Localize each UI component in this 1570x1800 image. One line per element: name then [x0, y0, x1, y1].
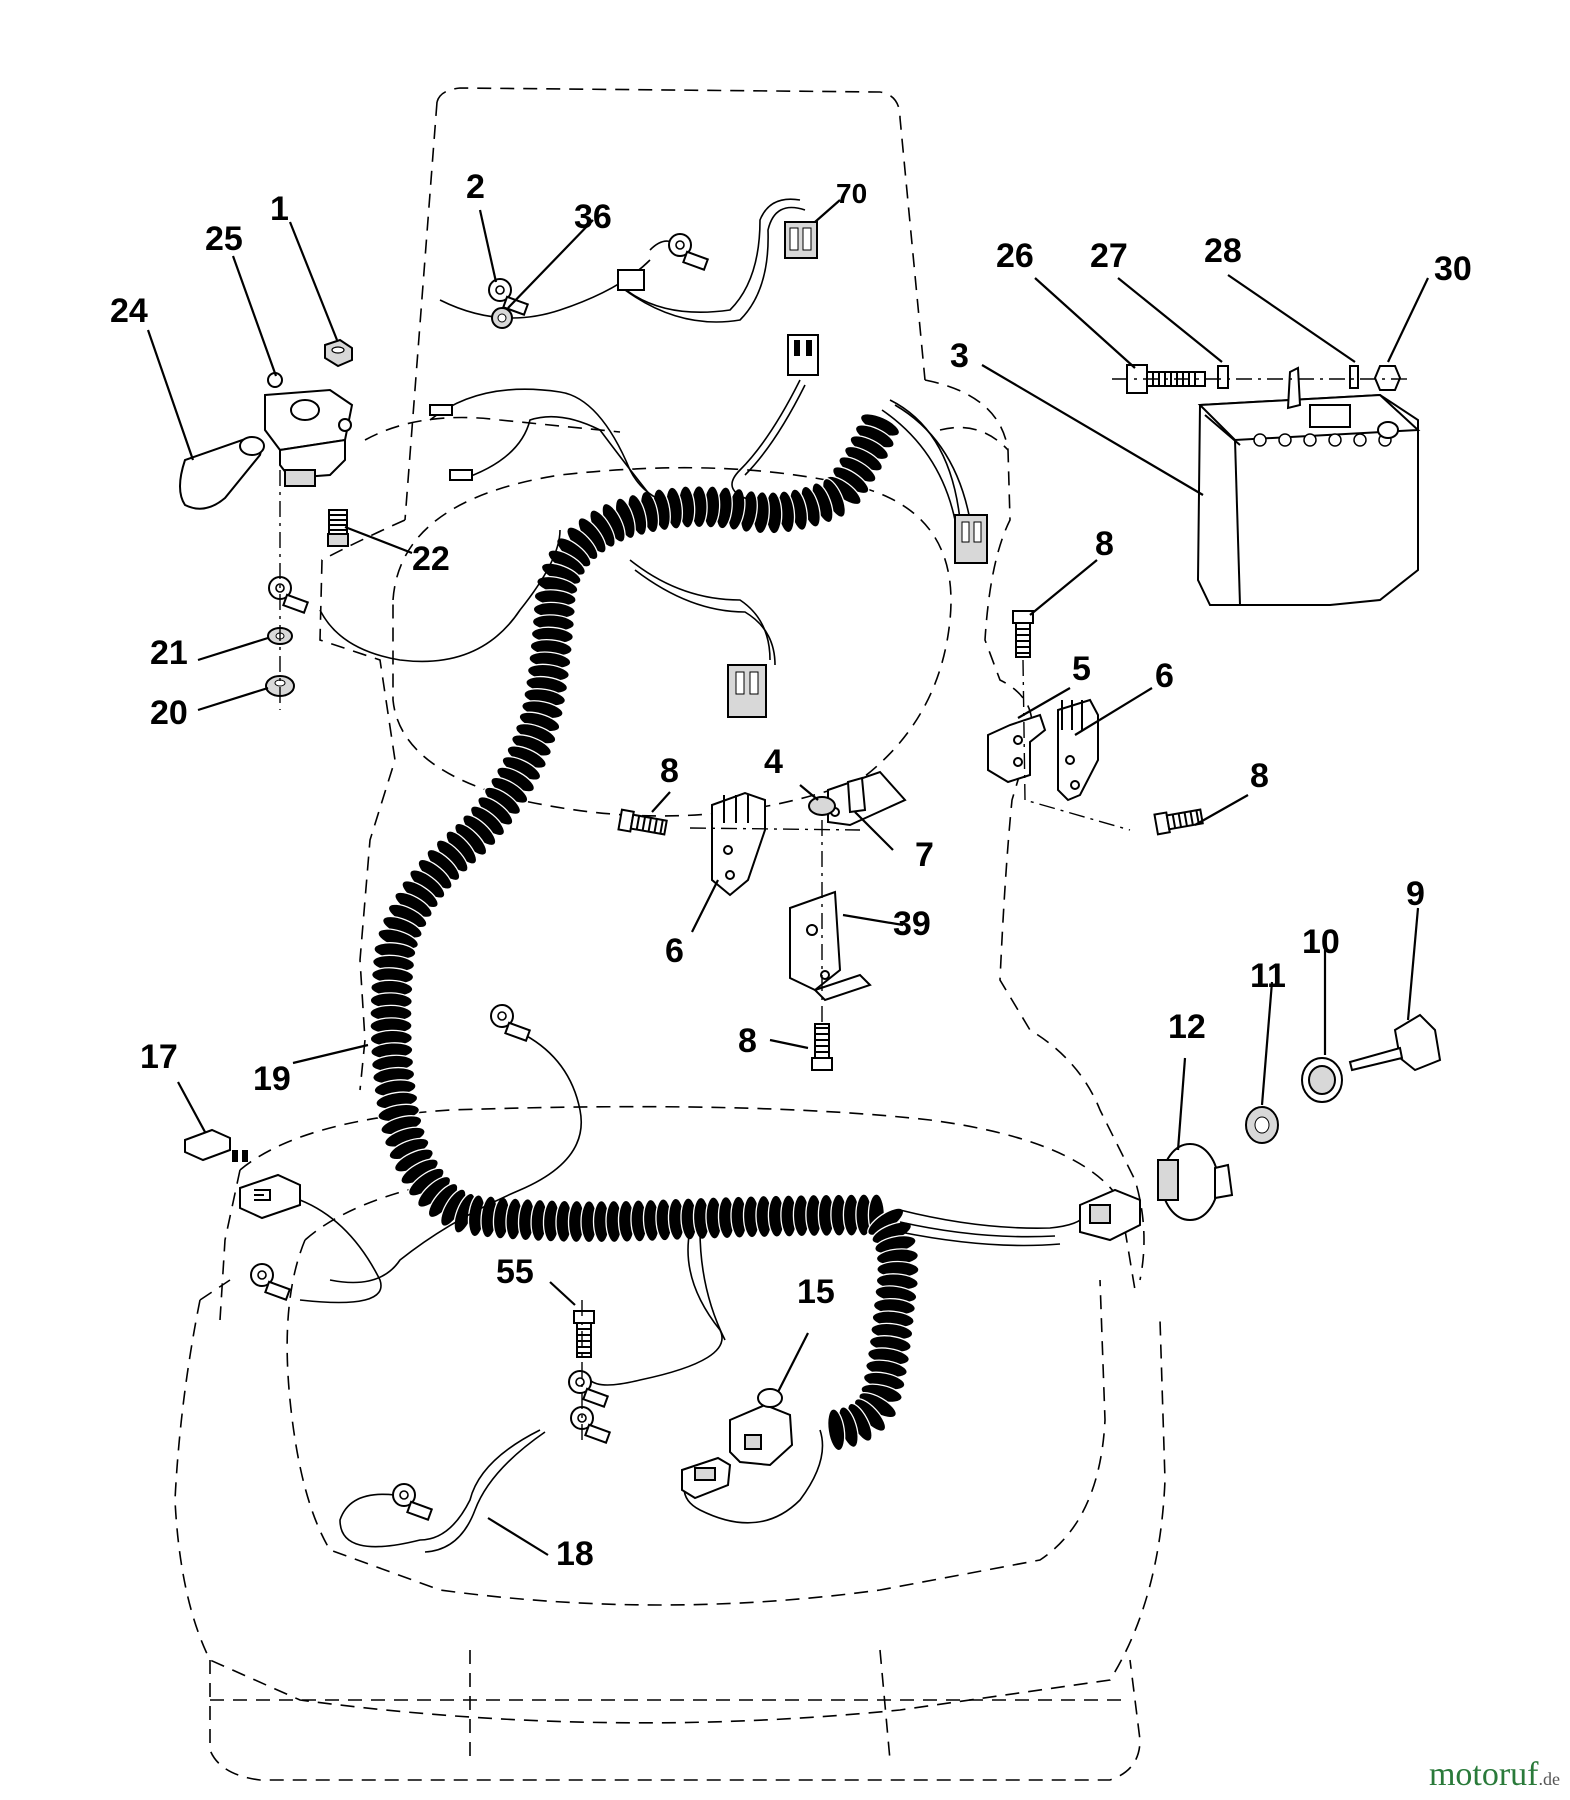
- callout-4: 4: [764, 743, 783, 781]
- ring-terminal-upper-19: [490, 1004, 531, 1042]
- connector-center: [727, 664, 767, 718]
- callout-20: 20: [150, 694, 188, 732]
- fuse: [184, 1128, 248, 1162]
- bracket-39: [789, 890, 872, 1002]
- connector-70: [784, 221, 818, 259]
- ring-terminal-solenoid: [268, 576, 309, 614]
- callout-8-right: 8: [1250, 757, 1269, 795]
- spade-terminal-a: [429, 404, 453, 416]
- harness-ring-terminal: [668, 233, 709, 271]
- callout-9: 9: [1406, 875, 1425, 913]
- seat-switch-connector: [681, 1456, 732, 1500]
- callout-24: 24: [110, 292, 148, 330]
- screw-8-b: [1153, 805, 1205, 836]
- callout-22: 22: [412, 540, 450, 578]
- screw-8-a: [1012, 610, 1034, 658]
- interlock-switch-b: [711, 791, 766, 897]
- fuse-holder: [239, 1173, 301, 1220]
- callout-labels: 1 2 36 70 25 24 26 27 28 30 3 22 21 20 8…: [110, 168, 1472, 1573]
- battery: [1196, 366, 1421, 606]
- callout-70: 70: [836, 178, 867, 209]
- callout-11: 11: [1250, 957, 1286, 995]
- ignition-key: [1348, 1013, 1442, 1072]
- ring-terminal-lower-19: [250, 1263, 291, 1301]
- solenoid: [264, 372, 354, 487]
- callout-19: 19: [253, 1060, 291, 1098]
- battery-washer: [1217, 365, 1229, 389]
- ring-terminal-18-b: [392, 1483, 433, 1521]
- callout-15: 15: [797, 1273, 835, 1311]
- ring-terminal-55: [568, 1370, 609, 1408]
- ignition-switch: [1157, 1143, 1234, 1221]
- coiled-wire-harness: [369, 413, 920, 1452]
- star-washer: [491, 307, 513, 329]
- callout-55: 55: [496, 1253, 534, 1291]
- callout-2: 2: [466, 168, 485, 206]
- callout-25: 25: [205, 220, 243, 258]
- ignition-connector: [1079, 1188, 1141, 1242]
- connector-small-a: [617, 269, 645, 291]
- ring-terminal-18-a: [570, 1406, 611, 1444]
- callout-28: 28: [1204, 232, 1242, 270]
- callout-10: 10: [1302, 923, 1340, 961]
- harness-wires: [299, 198, 1086, 1553]
- bracket-7: [827, 770, 907, 827]
- callout-6-center: 6: [665, 932, 684, 970]
- terminal-boot: [179, 436, 265, 510]
- nut: [324, 338, 353, 368]
- callout-12: 12: [1168, 1008, 1206, 1046]
- callout-7: 7: [915, 836, 934, 874]
- callout-30: 30: [1434, 250, 1472, 288]
- bracket-5: [987, 713, 1047, 784]
- interlock-switch-a: [1057, 698, 1099, 802]
- battery-nut: [1373, 365, 1402, 391]
- seat-switch: [729, 1388, 794, 1467]
- nut-4: [808, 796, 836, 816]
- ignition-nut: [1245, 1106, 1279, 1144]
- callout-8-center: 8: [660, 752, 679, 790]
- screw-8-c: [617, 808, 669, 839]
- callout-8-upper: 8: [1095, 525, 1114, 563]
- callout-26: 26: [996, 237, 1034, 275]
- callout-39: 39: [893, 905, 931, 943]
- callout-3: 3: [950, 337, 969, 375]
- screw-8-d: [811, 1023, 833, 1071]
- watermark-logo: motoruf.de: [1428, 1756, 1560, 1793]
- battery-lockwasher: [1349, 365, 1359, 389]
- screw-55: [573, 1310, 595, 1358]
- callout-18: 18: [556, 1535, 594, 1573]
- bolt-22: [327, 509, 349, 547]
- connector-right: [954, 514, 988, 564]
- callout-27: 27: [1090, 237, 1128, 275]
- ignition-bezel: [1301, 1057, 1343, 1103]
- callout-5: 5: [1072, 650, 1091, 688]
- callout-1: 1: [270, 190, 289, 228]
- connector-upper: [787, 334, 819, 376]
- spade-terminal-b: [449, 469, 473, 481]
- callout-36: 36: [574, 198, 612, 236]
- callout-8-lower: 8: [738, 1022, 757, 1060]
- coil-loop: [827, 1408, 846, 1452]
- callout-17: 17: [140, 1038, 178, 1076]
- callout-21: 21: [150, 634, 188, 672]
- leader-lines: [146, 199, 1429, 1556]
- callout-6-right: 6: [1155, 657, 1174, 695]
